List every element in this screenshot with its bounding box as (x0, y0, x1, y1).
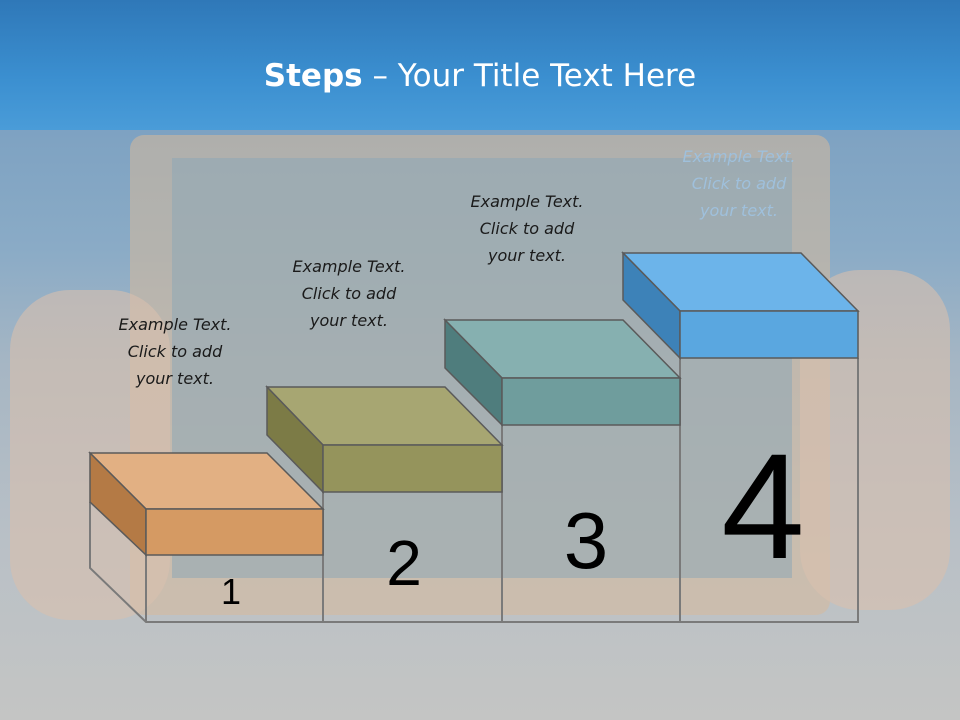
caption-line: Click to add (479, 219, 575, 238)
step-block-3[interactable] (443, 318, 682, 427)
caption-line: Example Text. (292, 257, 406, 276)
caption-line: Click to add (691, 174, 787, 193)
caption-line: Example Text. (682, 147, 796, 166)
caption-line: Example Text. (118, 315, 232, 334)
step-number-3: 3 (564, 496, 609, 585)
step-caption-4[interactable]: Example Text. Click to add your text. (659, 143, 819, 224)
title-banner (0, 0, 960, 130)
caption-line: Click to add (127, 342, 223, 361)
caption-line: your text. (309, 311, 388, 330)
step-block-4[interactable] (621, 251, 860, 360)
step-number-2: 2 (386, 527, 422, 599)
caption-line: Click to add (301, 284, 397, 303)
step-caption-1[interactable]: Example Text. Click to add your text. (95, 311, 255, 392)
step-block-1[interactable] (88, 451, 325, 557)
step-block-2[interactable] (265, 385, 504, 494)
slide-title[interactable]: Steps – Your Title Text Here (0, 56, 960, 96)
title-rest: – Your Title Text Here (362, 58, 697, 94)
step-caption-2[interactable]: Example Text. Click to add your text. (269, 253, 429, 334)
caption-line: your text. (699, 201, 778, 220)
title-bold-word: Steps (263, 58, 363, 94)
step-caption-3[interactable]: Example Text. Click to add your text. (447, 188, 607, 269)
caption-line: your text. (487, 246, 566, 265)
caption-line: your text. (135, 369, 214, 388)
step-number-4: 4 (721, 422, 804, 590)
caption-line: Example Text. (470, 192, 584, 211)
step-number-1: 1 (221, 571, 241, 612)
